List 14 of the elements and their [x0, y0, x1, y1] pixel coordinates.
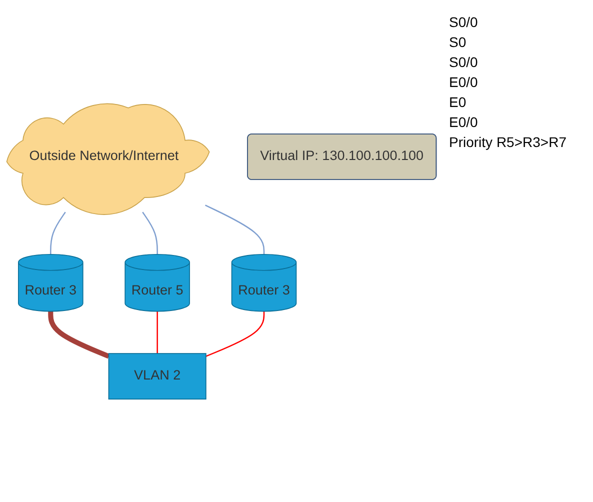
- connector: [204, 204, 265, 254]
- port-label: S0/0: [449, 14, 479, 30]
- connector: [48, 310, 110, 358]
- port-label: S0/0: [449, 54, 479, 70]
- port-label: E0: [449, 94, 468, 110]
- port-label: E0/0: [449, 74, 479, 90]
- node-box: VLAN 2: [108, 352, 206, 400]
- connector: [206, 310, 265, 356]
- connector: [50, 211, 66, 254]
- connector: [156, 310, 158, 354]
- port-label: S0: [449, 34, 468, 50]
- port-label: E0/0: [449, 114, 479, 130]
- connector: [142, 211, 158, 254]
- port-label: Priority R5>R3>R7: [449, 134, 568, 150]
